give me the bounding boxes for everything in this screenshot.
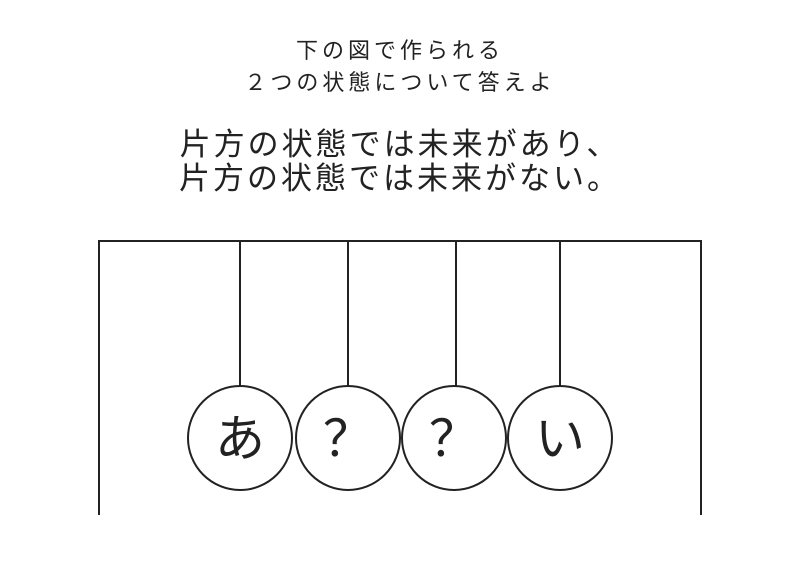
ball-2: ？ [295, 385, 401, 491]
prompt-line-1: 下の図で作られる [295, 39, 504, 64]
statement-line-2: 片方の状態では未来がない。 [179, 161, 621, 197]
ball-3-circle [401, 385, 507, 491]
question-prompt: 下の図で作られる ２つの状態について答えよ [0, 36, 800, 100]
ball-2-circle [295, 385, 401, 491]
ball-4-circle [507, 385, 613, 491]
hint-statement: 片方の状態では未来があり、 片方の状態では未来がない。 [0, 128, 800, 196]
statement-line-1: 片方の状態では未来があり、 [179, 127, 621, 163]
ball-1: あ [187, 385, 293, 491]
ball-2-label: ？ [323, 410, 373, 468]
ball-4-label: い [535, 410, 585, 468]
ball-3: ？ [401, 385, 507, 491]
ball-3-label: ？ [429, 410, 479, 468]
prompt-line-2: ２つの状態について答えよ [244, 71, 556, 96]
ball-4: い [507, 385, 613, 491]
ball-1-label: あ [215, 410, 265, 468]
ball-1-circle [187, 385, 293, 491]
